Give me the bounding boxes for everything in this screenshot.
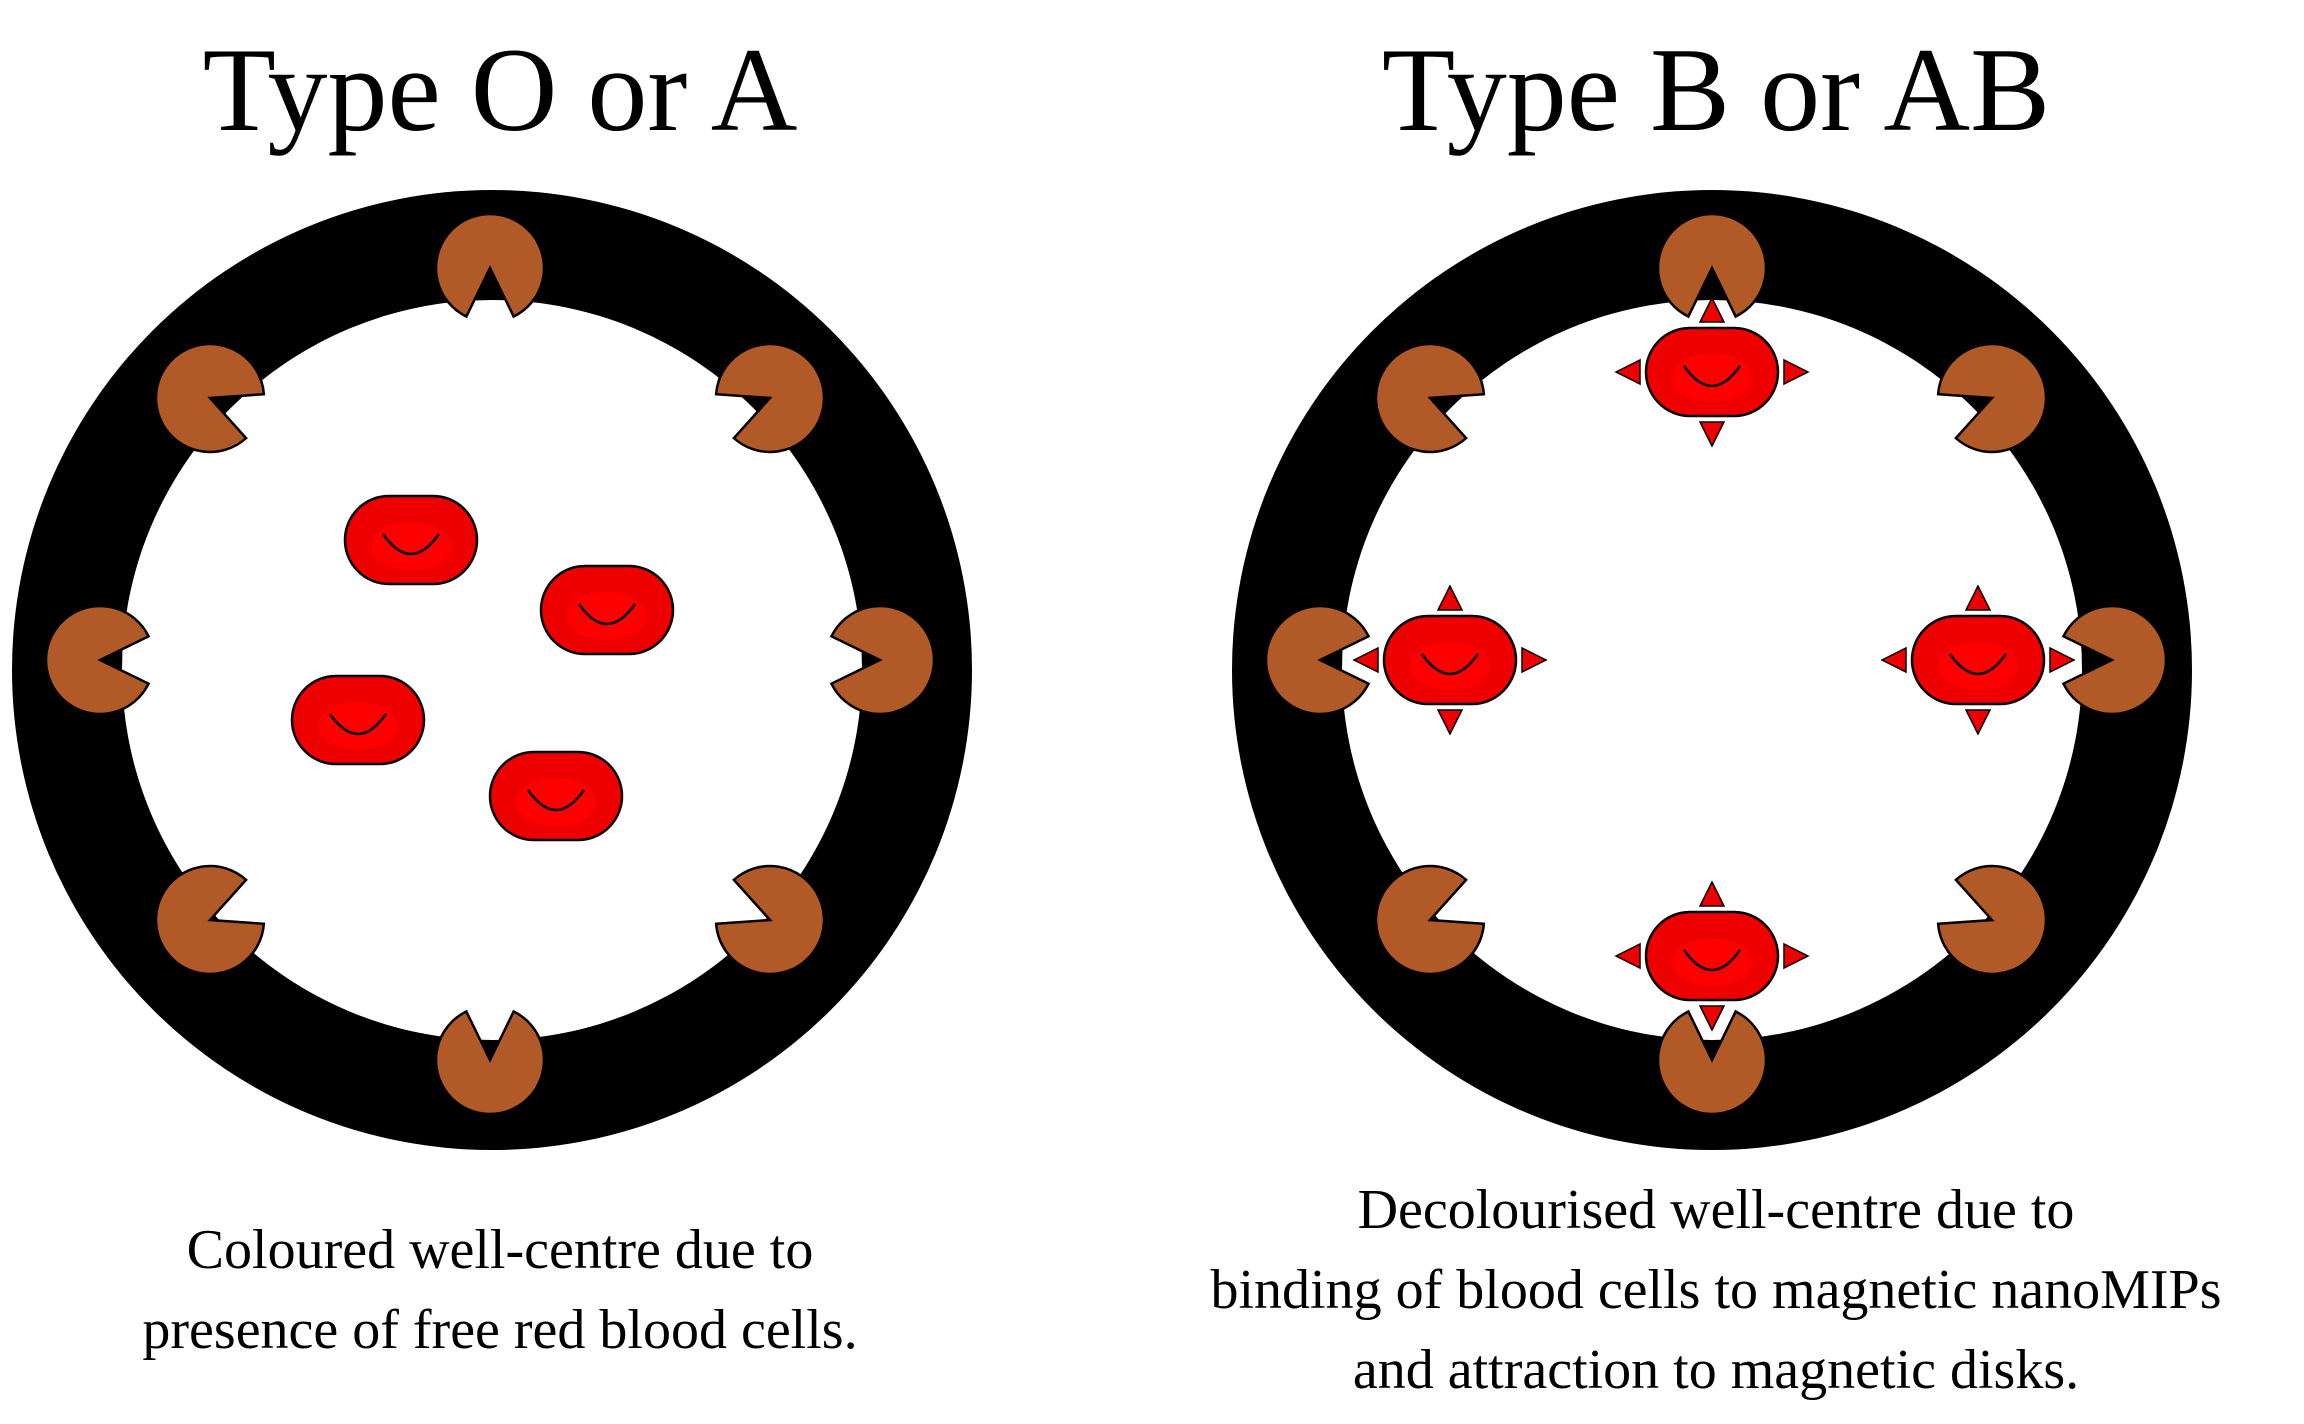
left-free-red-cell-3-centre bbox=[318, 702, 398, 750]
right-bound-red-cell-top-arrow-down bbox=[1698, 421, 1726, 448]
panel-title-left: Type O or A bbox=[202, 23, 798, 156]
left-free-red-cell-1 bbox=[343, 494, 479, 586]
right-bound-red-cell-top bbox=[1644, 326, 1780, 418]
left-free-red-cell-2 bbox=[539, 564, 675, 656]
right-bound-red-cell-top-arrow-left bbox=[1614, 358, 1641, 386]
right-bound-red-cell-bottom-centre bbox=[1672, 938, 1752, 986]
right-magnetic-disk-lower-left bbox=[1374, 864, 1486, 976]
left-well-centre bbox=[122, 300, 862, 1040]
right-bound-red-cell-bottom-arrow-down bbox=[1698, 1005, 1726, 1032]
left-free-red-cell-3 bbox=[290, 674, 426, 766]
right-magnetic-disk-lower-right bbox=[1936, 864, 2048, 976]
left-free-red-cell-3-line bbox=[328, 713, 388, 736]
left-magnetic-disk-upper-left bbox=[154, 342, 266, 454]
caption-left-line-2: presence of free red blood cells. bbox=[142, 1299, 858, 1361]
left-free-red-cell-4 bbox=[488, 750, 624, 842]
caption-right: Decolourised well-centre due to binding … bbox=[1166, 1170, 2266, 1410]
caption-right-line-2: binding of blood cells to magnetic nanoM… bbox=[1210, 1259, 2222, 1321]
left-magnetic-disk-lower-left bbox=[154, 864, 266, 976]
caption-right-line-3: and attraction to magnetic disks. bbox=[1352, 1339, 2080, 1401]
right-bound-red-cell-bottom-arrow-right bbox=[1783, 942, 1810, 970]
right-bound-red-cell-left-arrow-left bbox=[1352, 646, 1379, 674]
right-bound-red-cell-left-arrow-right bbox=[1521, 646, 1548, 674]
right-bound-red-cell-right-arrow-right bbox=[2049, 646, 2076, 674]
left-magnetic-disk-left bbox=[44, 604, 151, 716]
caption-left-line-1: Coloured well-centre due to bbox=[186, 1219, 814, 1281]
right-bound-red-cell-right-arrow-down bbox=[1964, 709, 1992, 736]
right-bound-red-cell-left bbox=[1382, 614, 1518, 706]
panel-title-right: Type B or AB bbox=[1381, 23, 2051, 156]
left-magnetic-disk-lower-right bbox=[714, 864, 826, 976]
right-bound-red-cell-left-arrow-up bbox=[1436, 584, 1464, 611]
caption-right-line-1: Decolourised well-centre due to bbox=[1357, 1179, 2075, 1241]
right-bound-red-cell-top-arrow-right bbox=[1783, 358, 1810, 386]
right-bound-red-cell-left-line bbox=[1420, 653, 1480, 676]
right-bound-red-cell-top-arrow-up bbox=[1698, 296, 1726, 323]
left-free-red-cell-1-line bbox=[381, 533, 441, 556]
left-magnetic-disk-right bbox=[829, 604, 936, 716]
right-magnetic-disk-upper-right bbox=[1936, 342, 2048, 454]
right-magnetic-disk-left bbox=[1264, 604, 1371, 716]
left-free-red-cell-4-line bbox=[526, 789, 586, 812]
left-free-red-cell-1-centre bbox=[371, 522, 451, 570]
right-bound-red-cell-top-line bbox=[1682, 365, 1742, 388]
left-free-red-cell-4-centre bbox=[516, 778, 596, 826]
left-magnetic-disk-upper-right bbox=[714, 342, 826, 454]
right-bound-red-cell-right-centre bbox=[1938, 642, 2018, 690]
right-magnetic-disk-top bbox=[1656, 212, 1768, 319]
left-magnetic-disk-bottom bbox=[434, 1009, 546, 1116]
right-bound-red-cell-right bbox=[1910, 614, 2046, 706]
right-bound-red-cell-right-arrow-left bbox=[1880, 646, 1907, 674]
right-bound-red-cell-bottom-line bbox=[1682, 949, 1742, 972]
left-free-red-cell-2-centre bbox=[567, 592, 647, 640]
right-bound-red-cell-right-arrow-up bbox=[1964, 584, 1992, 611]
right-bound-red-cell-top-centre bbox=[1672, 354, 1752, 402]
right-bound-red-cell-left-centre bbox=[1410, 642, 1490, 690]
right-bound-red-cell-bottom bbox=[1644, 910, 1780, 1002]
right-magnetic-disk-bottom bbox=[1656, 1009, 1768, 1116]
right-bound-red-cell-right-line bbox=[1948, 653, 2008, 676]
right-bound-red-cell-left-arrow-down bbox=[1436, 709, 1464, 736]
right-magnetic-disk-upper-left bbox=[1374, 342, 1486, 454]
left-free-red-cell-2-line bbox=[577, 603, 637, 626]
right-magnetic-disk-right bbox=[2061, 604, 2168, 716]
caption-left: Coloured well-centre due to presence of … bbox=[0, 1210, 1050, 1370]
right-bound-red-cell-bottom-arrow-up bbox=[1698, 880, 1726, 907]
left-magnetic-disk-top bbox=[434, 212, 546, 319]
right-bound-red-cell-bottom-arrow-left bbox=[1614, 942, 1641, 970]
right-well-centre bbox=[1342, 300, 2082, 1040]
